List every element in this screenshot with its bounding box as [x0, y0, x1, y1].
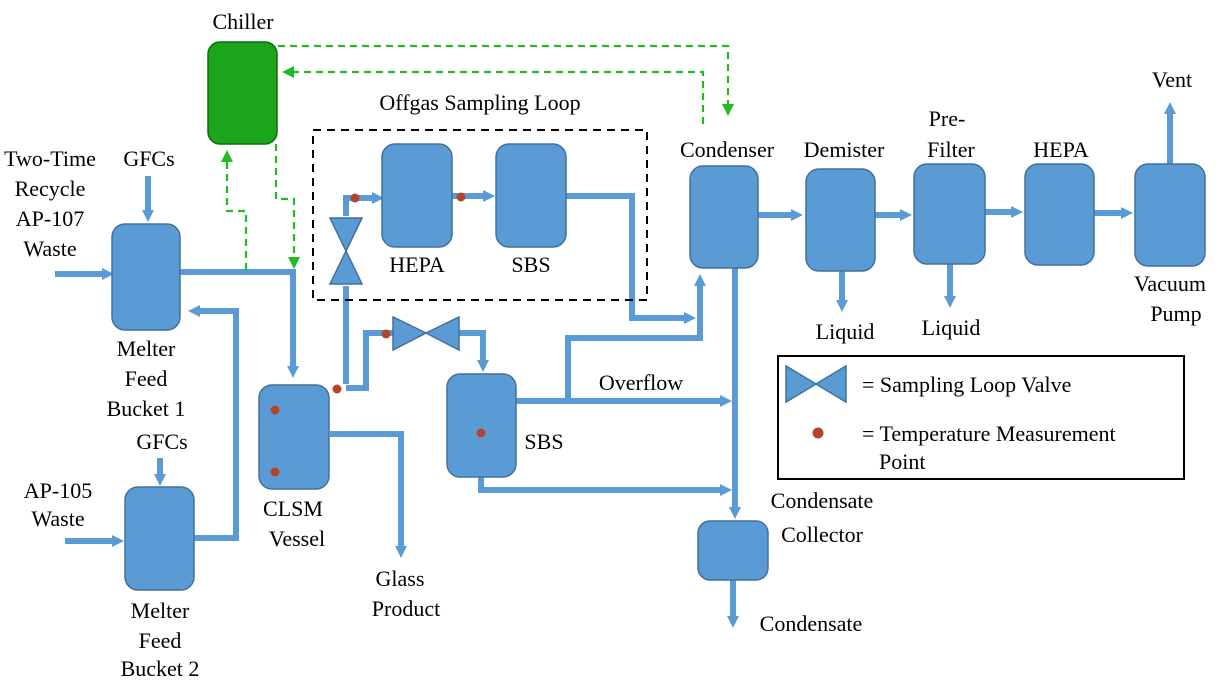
condensate-collector-label-1: Condensate [771, 488, 874, 513]
demister-liquid-label: Liquid [816, 319, 875, 344]
main-hepa-label: HEPA [1033, 137, 1089, 162]
melter-feed-bucket-2-label-3: Bucket 2 [121, 656, 200, 681]
melter-feed-bucket-2-label-1: Melter [131, 598, 190, 623]
temperature-point [270, 405, 280, 415]
labels: Chiller Offgas Sampling Loop Two-Time Re… [4, 9, 1206, 681]
loop-sbs-scrubber [495, 143, 567, 248]
pipe-loop-valve-to-hepa [343, 192, 384, 216]
two-time-recycle-label-1: Two-Time [4, 146, 96, 171]
pipe-sbs-to-condenser [516, 274, 706, 404]
pre-filter [913, 163, 986, 265]
melter-feed-bucket-1-label-1: Melter [117, 336, 176, 361]
temperature-point [381, 329, 391, 339]
condensate-collector-label-2: Collector [781, 522, 864, 547]
condensate-label: Condensate [760, 611, 863, 636]
two-time-recycle-label-2: Recycle [15, 176, 86, 201]
condenser [689, 165, 759, 269]
pipe-sbs-bottom-to-collector [478, 477, 732, 496]
offgas-sampling-loop-boundary [312, 129, 648, 301]
pipe-bucket-2-to-bucket-1 [188, 305, 239, 541]
gfcs-bottom-label: GFCs [136, 429, 187, 454]
legend-temperature-label: = Temperature Measurement [862, 421, 1116, 446]
clsm-vessel-label-1: CLSM [263, 496, 323, 521]
sampling-loop-valve-horizontal [392, 315, 460, 352]
chiller-control-lines [221, 44, 734, 270]
temperature-point [456, 192, 466, 202]
pipe-bucket-1-to-clsm [180, 269, 299, 378]
condensate-collector [697, 520, 769, 581]
control-chiller-to-clsm-line [274, 144, 300, 269]
melter-feed-bucket-1 [111, 223, 181, 331]
clsm-vessel-label-2: Vessel [269, 526, 325, 551]
temperature-point [476, 428, 486, 438]
two-time-recycle-label-4: Waste [23, 236, 76, 261]
clsm-vessel [258, 384, 330, 490]
pipe-main-valve-to-sbs [459, 330, 489, 372]
overflow-label: Overflow [599, 370, 683, 395]
sbs-scrubber [446, 373, 517, 478]
offgas-sampling-loop-label: Offgas Sampling Loop [379, 90, 580, 115]
control-chiller-to-condenser [278, 44, 734, 116]
sbs-label: SBS [524, 429, 563, 454]
vacuum-pump [1134, 163, 1206, 267]
melter-feed-bucket-1-label-3: Bucket 1 [107, 396, 186, 421]
loop-hepa-filter [381, 143, 453, 248]
temperature-point [270, 467, 280, 477]
process-pipes [55, 102, 1176, 628]
loop-sbs-label: SBS [511, 252, 550, 277]
melter-feed-bucket-2 [124, 486, 195, 591]
condenser-label: Condenser [680, 137, 775, 162]
vacuum-pump-label-2: Pump [1150, 301, 1201, 326]
glass-product-label-1: Glass [376, 566, 425, 591]
sampling-loop-valve-vertical [328, 217, 364, 285]
legend-valve-label: = Sampling Loop Valve [862, 372, 1071, 397]
main-hepa-filter [1024, 163, 1095, 266]
prefilter-liquid-label: Liquid [922, 315, 981, 340]
ap105-label-2: Waste [31, 506, 84, 531]
melter-feed-bucket-2-label-2: Feed [139, 628, 182, 653]
legend: = Sampling Loop Valve = Temperature Meas… [777, 355, 1185, 480]
glass-product-label-2: Product [372, 596, 440, 621]
temperature-point [350, 193, 360, 203]
pipe-loop-sbs-to-condenser [566, 193, 696, 324]
vent-label: Vent [1152, 67, 1192, 92]
loop-hepa-label: HEPA [389, 252, 445, 277]
pipe-clsm-to-main-valve [346, 330, 393, 391]
chiller-label: Chiller [212, 9, 274, 34]
legend-temperature-label-line2: Point [879, 449, 925, 474]
gfcs-top-label: GFCs [123, 146, 174, 171]
legend-temperature-icon [812, 427, 824, 439]
control-to-chiller [221, 150, 248, 270]
legend-valve-icon [785, 364, 847, 404]
pre-filter-label-2: Filter [927, 137, 975, 162]
pipe-clsm-to-glass-product [330, 431, 407, 558]
temperature-point [332, 384, 342, 394]
two-time-recycle-label-3: AP-107 [16, 206, 84, 231]
demister [805, 168, 876, 272]
vacuum-pump-label-1: Vacuum [1134, 271, 1206, 296]
temperature-points [270, 192, 486, 477]
melter-feed-bucket-1-label-2: Feed [125, 366, 168, 391]
pre-filter-label-1: Pre- [929, 106, 966, 131]
ap105-label-1: AP-105 [24, 478, 92, 503]
chiller [207, 41, 278, 145]
demister-label: Demister [804, 137, 885, 162]
control-condenser-to-chiller [282, 66, 705, 124]
